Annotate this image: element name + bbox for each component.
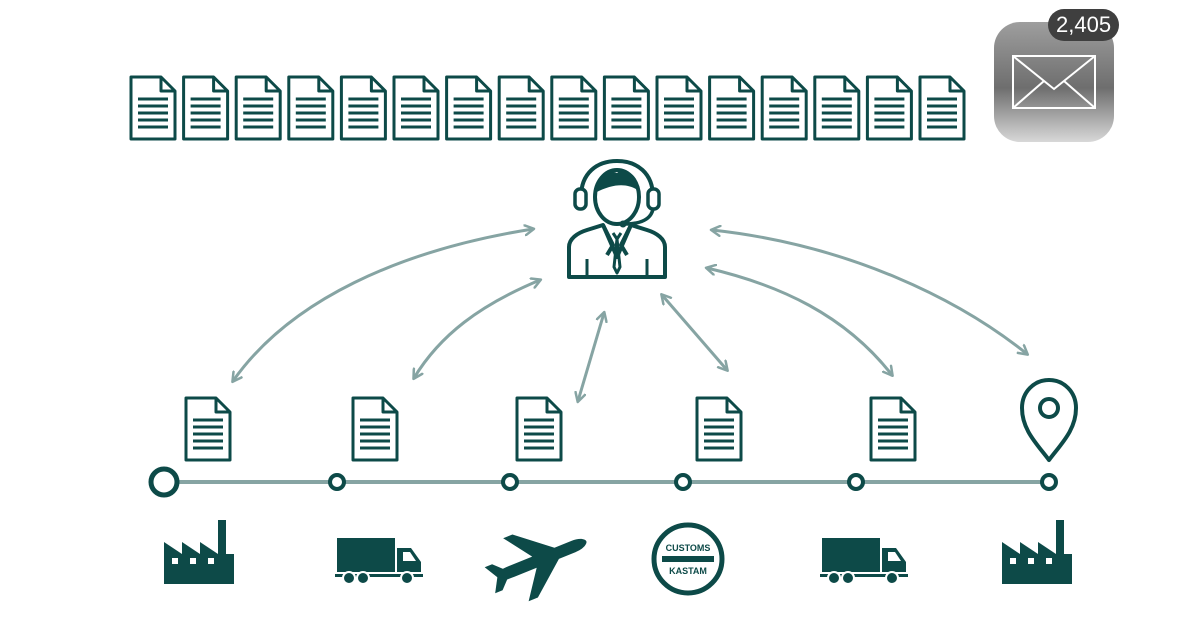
timeline-node xyxy=(674,473,692,491)
route-timeline xyxy=(148,466,1058,498)
document-icon xyxy=(445,75,493,141)
document-icon xyxy=(708,75,756,141)
kastam-label: KASTAM xyxy=(669,566,707,576)
truck-icon xyxy=(334,537,424,585)
location-pin-icon xyxy=(1020,378,1078,462)
arrow-to-air xyxy=(578,313,604,401)
document-icon xyxy=(865,75,913,141)
arrow-to-pickup xyxy=(414,280,540,378)
timeline-start-node xyxy=(148,466,180,498)
factory-icon xyxy=(164,520,234,584)
document-icon xyxy=(655,75,703,141)
customer-service-agent-icon xyxy=(567,158,667,279)
timeline-node xyxy=(328,473,346,491)
document-icon xyxy=(234,75,282,141)
timeline-end-node xyxy=(1040,473,1058,491)
truck-icon xyxy=(819,537,909,585)
document-icon xyxy=(550,75,598,141)
timeline-node xyxy=(847,473,865,491)
factory-icon xyxy=(1002,520,1072,584)
arrow-to-customs xyxy=(662,295,727,370)
unread-count-badge: 2,405 xyxy=(1048,9,1120,41)
customs-badge-icon: CUSTOMS KASTAM xyxy=(651,522,725,596)
document-icon xyxy=(392,75,440,141)
airplane-icon xyxy=(484,534,587,602)
arrow-to-delivery xyxy=(707,268,892,375)
document-icon xyxy=(497,75,545,141)
stage-document-icon xyxy=(695,396,743,462)
arrow-to-origin xyxy=(233,229,533,381)
document-icon xyxy=(760,75,808,141)
arrow-to-destination xyxy=(712,230,1027,354)
document-icon xyxy=(182,75,230,141)
document-icon xyxy=(339,75,387,141)
customs-label: CUSTOMS xyxy=(666,543,711,553)
stage-document-icon xyxy=(351,396,399,462)
document-icon xyxy=(287,75,335,141)
document-icon xyxy=(129,75,177,141)
stage-document-icon xyxy=(515,396,563,462)
document-icon xyxy=(918,75,966,141)
stage-document-icon xyxy=(869,396,917,462)
route-documents xyxy=(184,396,917,462)
document-icon xyxy=(813,75,861,141)
document-icon xyxy=(602,75,650,141)
communication-arrows xyxy=(233,229,1027,401)
mail-app-icon[interactable] xyxy=(994,22,1114,142)
timeline-node xyxy=(501,473,519,491)
stage-document-icon xyxy=(184,396,232,462)
mail-envelope-icon xyxy=(1012,55,1096,109)
document-stack xyxy=(129,75,966,141)
